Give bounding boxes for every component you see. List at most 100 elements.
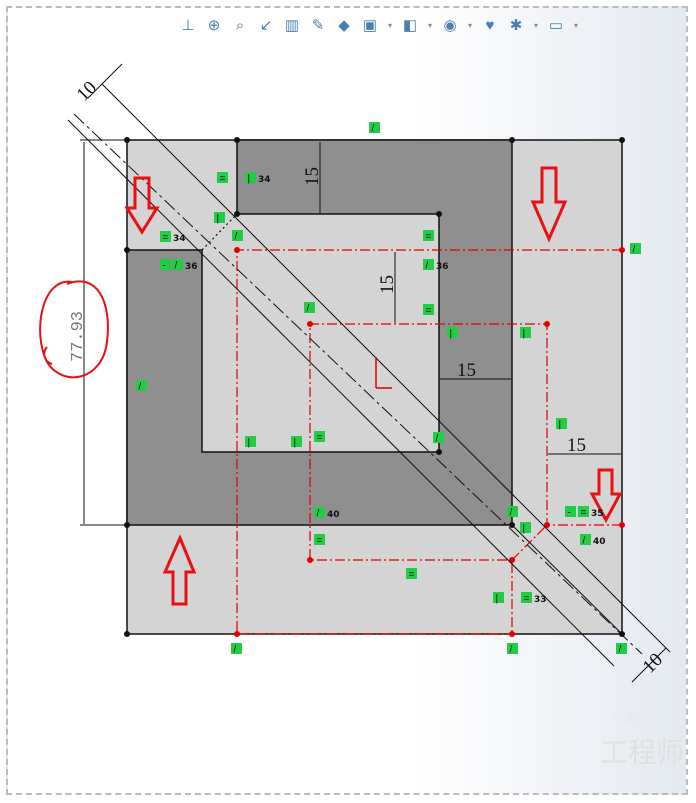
relation-glyph: = [317, 536, 323, 547]
dim-bottom-offset[interactable]: 10 [639, 649, 667, 677]
monitor-icon[interactable]: ▭ [548, 17, 564, 34]
relation-icon[interactable] [580, 534, 591, 545]
relation-icon[interactable] [160, 231, 171, 242]
relation-glyph: / [619, 645, 622, 656]
relation-icon[interactable] [160, 259, 171, 270]
relation-icon[interactable] [616, 643, 627, 654]
diagonal-centerline [73, 113, 643, 655]
normal-to-icon[interactable]: ⊥ [181, 17, 195, 34]
relation-glyph: / [307, 304, 310, 315]
dropdown-arrow-icon[interactable]: ▾ [467, 20, 472, 30]
relation-glyph: / [426, 261, 429, 272]
relation-icon[interactable] [314, 507, 325, 518]
dim-inner-vertical[interactable]: 15 [377, 275, 398, 294]
outer-light-region [126, 139, 623, 635]
dim-top-band[interactable]: 15 [302, 167, 323, 186]
relation-icon[interactable] [447, 327, 458, 338]
relation-glyphs: /=|34|/=34-/36=/36/=||/|||=////40=-=35/4… [136, 122, 641, 656]
relation-icon[interactable] [521, 592, 532, 603]
relation-icon[interactable] [217, 172, 228, 183]
dropdown-arrow-icon[interactable]: ▾ [427, 20, 432, 30]
relation-icon[interactable] [565, 506, 576, 517]
relation-icon[interactable] [245, 172, 256, 183]
relation-icon[interactable] [406, 568, 417, 579]
relation-icon[interactable] [314, 534, 325, 545]
relation-glyph: | [523, 524, 526, 535]
relation-icon[interactable] [507, 506, 518, 517]
display-style-icon[interactable]: ▣ [362, 17, 378, 34]
sketch-canvas[interactable]: 10 10 15 15 15 15 77.93 /=|34|/=34-/36=/… [8, 8, 688, 795]
relation-icon[interactable] [520, 327, 531, 338]
dim-top-offset[interactable]: 10 [73, 77, 101, 105]
relation-glyph: | [248, 438, 251, 449]
dropdown-arrow-icon[interactable]: ▾ [533, 20, 538, 30]
relation-icon[interactable] [556, 418, 567, 429]
relation-icon[interactable] [578, 506, 589, 517]
relation-glyph: = [220, 174, 226, 185]
relation-glyph: / [372, 124, 375, 135]
dropdown-arrow-icon[interactable]: ▾ [573, 20, 578, 30]
arrow-down-icon [124, 176, 160, 235]
relation-glyph: | [450, 329, 453, 340]
dim-right-horizontal[interactable]: 15 [567, 435, 586, 456]
relation-glyph: = [524, 594, 530, 605]
relation-icon[interactable] [245, 436, 256, 447]
diagonal-edge-upper [101, 83, 671, 653]
relation-glyph: | [523, 329, 526, 340]
apply-scene-icon[interactable]: ♥ [485, 16, 495, 34]
relation-glyph: | [559, 420, 562, 431]
relation-count: 36 [185, 262, 198, 272]
heads-up-view-toolbar: ⊥ ⊕ ⌕ ↙ ▥ ✎ ◆ ▣ ▾ ◧ ▾ ◉ ▾ ♥ ✱ ▾ ▭ ▾ [178, 12, 580, 38]
relation-icon[interactable] [136, 380, 147, 391]
dim-inner-horizontal[interactable]: 15 [457, 360, 476, 381]
relation-glyph: / [234, 645, 237, 656]
relation-glyph: = [409, 570, 415, 581]
relation-icon[interactable] [520, 522, 531, 533]
relation-glyph: / [139, 382, 142, 393]
relation-glyph: = [581, 508, 587, 519]
arrow-annotations [124, 166, 623, 606]
relation-icon[interactable] [507, 643, 518, 654]
relation-glyph: / [583, 536, 586, 547]
relation-icon[interactable] [314, 431, 325, 442]
relation-icon[interactable] [493, 592, 504, 603]
relation-icon[interactable] [369, 122, 380, 133]
view-orientation-icon[interactable]: ◆ [338, 17, 350, 34]
top-left-cut [201, 213, 238, 251]
edit-appearance-icon[interactable]: ◉ [443, 17, 457, 34]
graphics-area[interactable]: ⊥ ⊕ ⌕ ↙ ▥ ✎ ◆ ▣ ▾ ◧ ▾ ◉ ▾ ♥ ✱ ▾ ▭ ▾ [6, 6, 688, 795]
relation-glyph: = [163, 233, 169, 244]
relation-icon[interactable] [172, 259, 183, 270]
relation-icon[interactable] [214, 212, 225, 223]
relation-icon[interactable] [423, 230, 434, 241]
relation-icon[interactable] [231, 643, 242, 654]
previous-view-icon[interactable]: ↙ [259, 17, 273, 34]
watermark-small: 小 園 [612, 713, 635, 725]
hide-show-items-icon[interactable]: ◧ [402, 17, 418, 34]
relation-icon[interactable] [423, 259, 434, 270]
relation-icon[interactable] [433, 432, 444, 443]
relation-count: 34 [258, 175, 271, 185]
section-view-icon[interactable]: ▥ [284, 17, 300, 34]
relation-icon[interactable] [304, 302, 315, 313]
relation-glyph: / [235, 232, 238, 243]
relation-count: 40 [593, 537, 606, 547]
dim-height[interactable]: 77.93 [69, 311, 88, 362]
relation-glyph: / [510, 645, 513, 656]
relation-icon[interactable] [291, 436, 302, 447]
relation-icon[interactable] [232, 230, 243, 241]
sketch-points [234, 247, 625, 637]
dimension-lines [80, 63, 667, 683]
relation-glyph: | [217, 214, 220, 225]
view-settings-icon[interactable]: ✱ [509, 17, 523, 34]
arrow-up-icon [162, 534, 197, 606]
relation-icon[interactable] [423, 304, 434, 315]
relation-icon[interactable] [630, 243, 641, 254]
dynamic-annotation-icon[interactable]: ✎ [311, 17, 325, 34]
relation-glyph: | [294, 438, 297, 449]
dropdown-arrow-icon[interactable]: ▾ [387, 20, 392, 30]
zoom-to-fit-icon[interactable]: ⊕ [207, 17, 221, 34]
zoom-area-icon[interactable]: ⌕ [235, 16, 245, 34]
relation-count: 40 [327, 510, 340, 520]
relation-glyph: | [248, 174, 251, 185]
